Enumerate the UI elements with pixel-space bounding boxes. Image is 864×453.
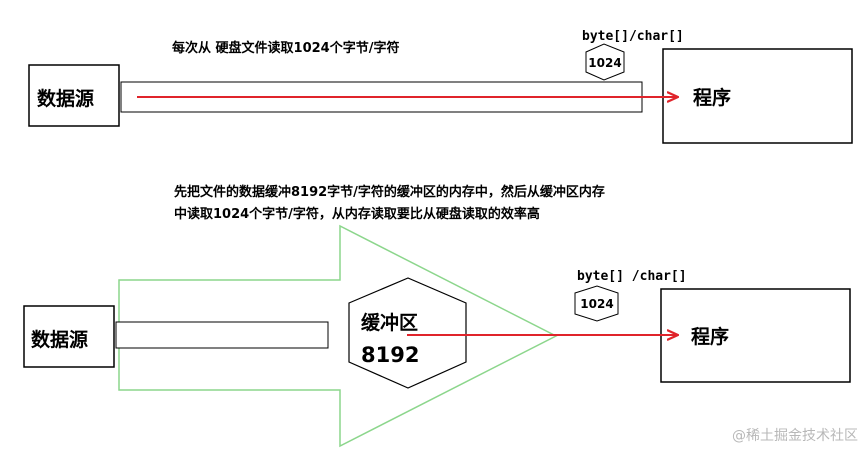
top-source-label: 数据源 — [37, 87, 94, 110]
watermark: @稀土掘金技术社区 — [732, 428, 858, 444]
big-buffer-arrow — [118, 224, 558, 448]
buffer-size: 8192 — [361, 343, 419, 367]
bottom-target-box — [660, 288, 851, 383]
top-size-label: 1024 — [588, 56, 621, 70]
bottom-size-label: 1024 — [580, 297, 613, 311]
buffer-hexagon — [348, 277, 467, 389]
bottom-type-label: byte[] /char[] — [577, 269, 687, 284]
buffer-label: 缓冲区 — [361, 311, 418, 334]
bottom-pipe-box — [115, 321, 329, 349]
top-target-box — [662, 48, 853, 144]
bottom-caption-line2: 中读取1024个字节/字符，从内存读取要比从硬盘读取的效率高 — [174, 206, 540, 222]
bottom-size-hexagon — [574, 285, 619, 322]
bottom-source-label: 数据源 — [31, 328, 88, 351]
bottom-source-box — [23, 305, 115, 368]
top-source-box — [28, 64, 120, 127]
top-type-label: byte[]/char[] — [582, 29, 684, 44]
bottom-caption-line1: 先把文件的数据缓冲8192字节/字符的缓冲区的内存中，然后从缓冲区内存 — [174, 184, 605, 200]
bottom-target-label: 程序 — [691, 325, 729, 348]
top-size-hexagon — [585, 43, 625, 81]
top-target-label: 程序 — [693, 86, 731, 109]
top-caption: 每次从 硬盘文件读取1024个字节/字符 — [172, 40, 399, 56]
